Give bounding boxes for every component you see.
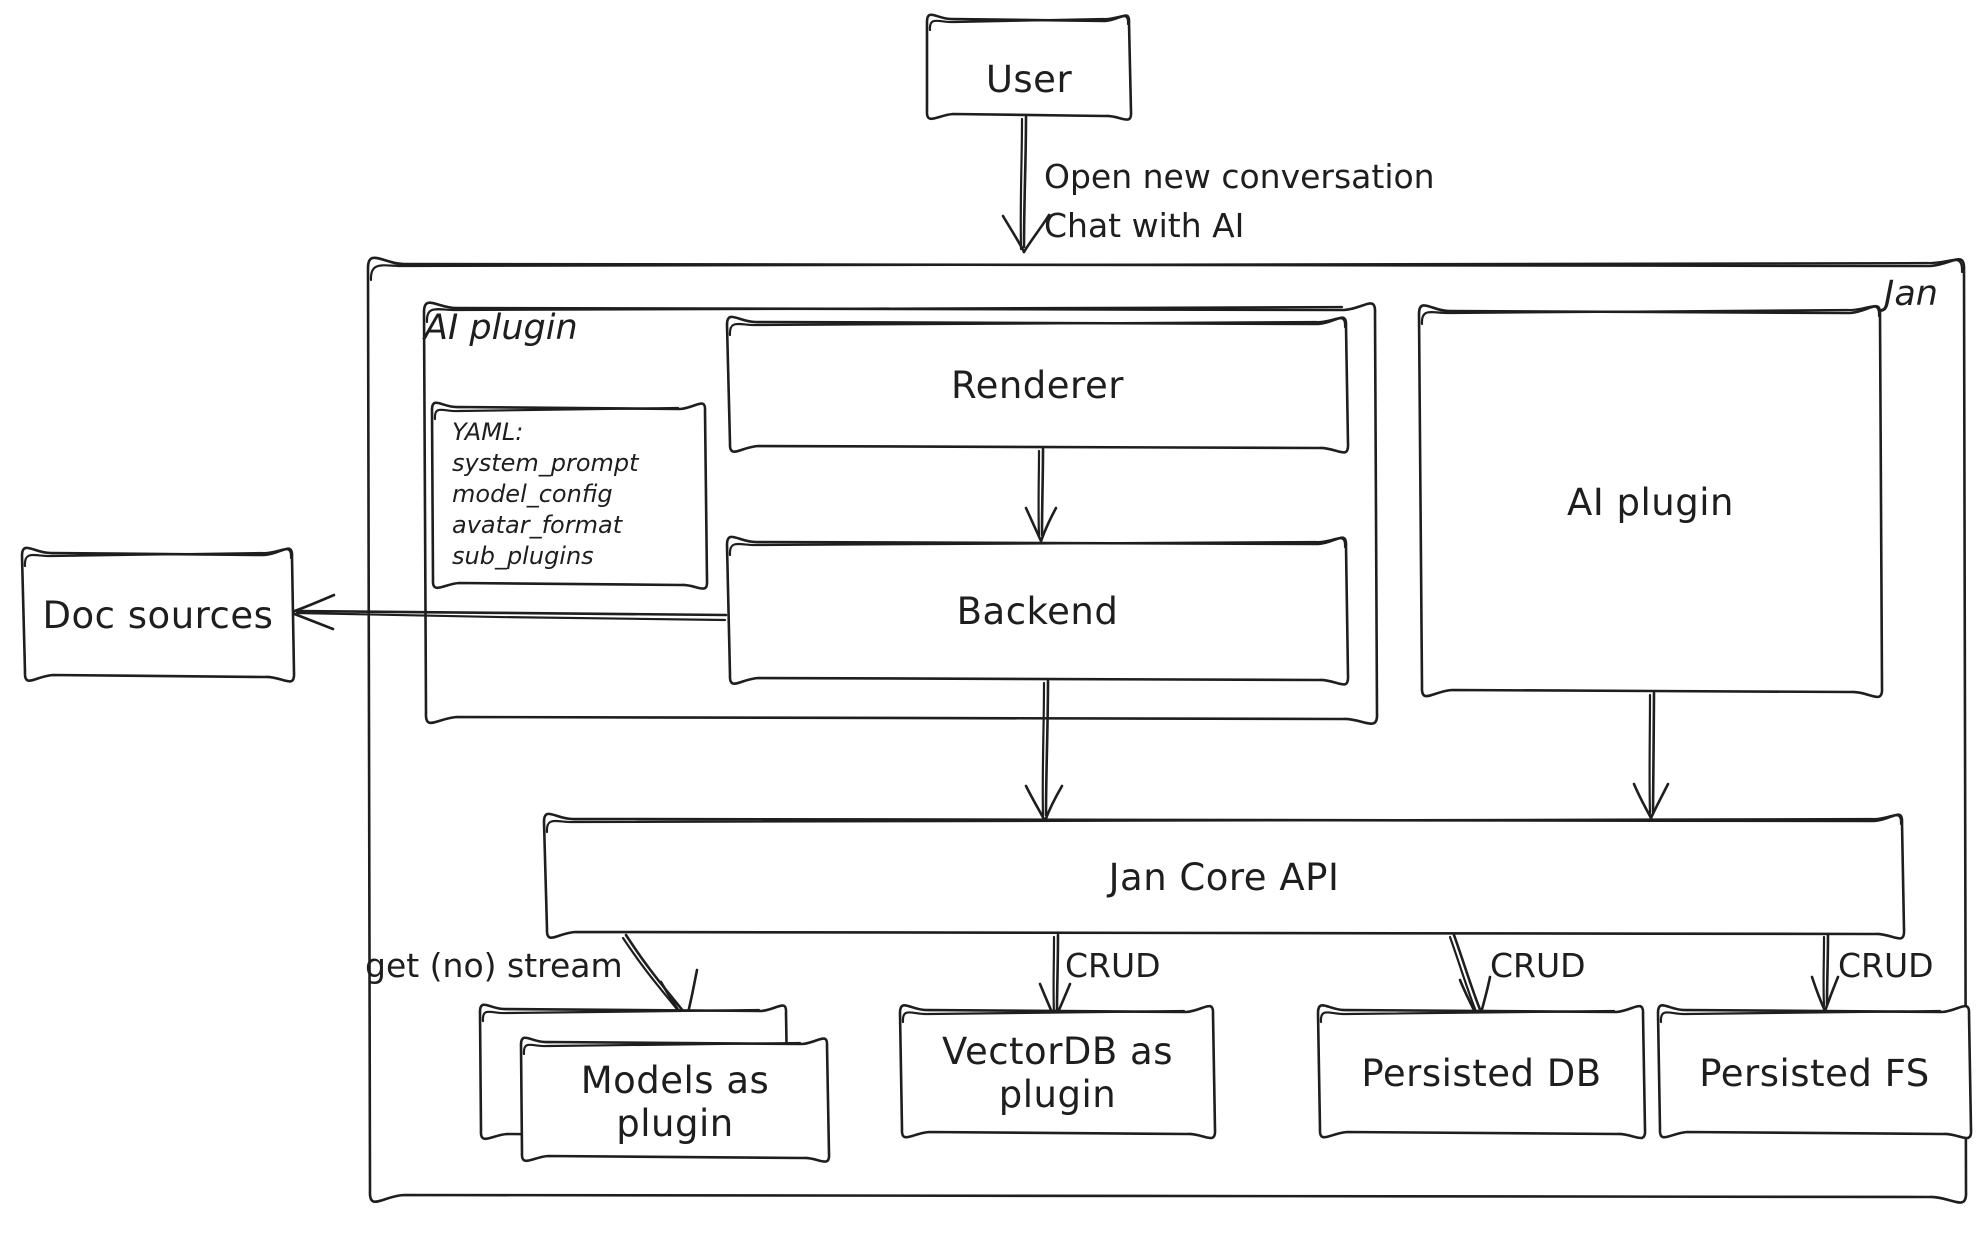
edge-ai-plugin-to-core-api [1632,691,1670,820]
edge-user-to-renderer [1001,115,1051,254]
node-vectordb-plugin-shape[interactable] [898,1004,1217,1140]
node-persisted-fs-shape[interactable] [1656,1004,1973,1140]
node-doc-sources-shape[interactable] [20,546,296,683]
node-user-shape[interactable] [925,13,1133,121]
node-backend-shape[interactable] [725,535,1350,686]
node-jan-core-api-shape[interactable] [542,812,1906,940]
node-models-plugin-shape[interactable] [478,1003,831,1163]
edge-backend-to-doc-sources [290,593,728,631]
node-persisted-db-shape[interactable] [1316,1004,1647,1140]
edge-core-api-to-persisted-fs [1810,933,1840,1013]
node-ai-plugin-right-shape[interactable] [1417,304,1884,699]
edge-backend-to-core-api [1024,679,1064,823]
node-renderer-shape[interactable] [725,315,1350,454]
edge-renderer-to-backend [1024,447,1058,543]
note-yaml-shape [430,401,709,590]
edge-core-api-to-persisted-db [1448,933,1492,1022]
